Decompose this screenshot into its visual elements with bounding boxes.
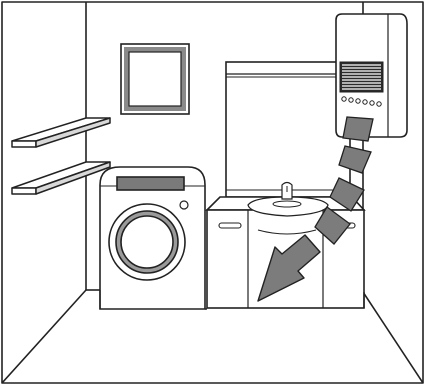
washing-machine	[100, 167, 205, 309]
washer-door-glass	[121, 216, 173, 268]
airflow-panel-1	[343, 117, 373, 141]
drawer-handle-left	[219, 223, 241, 228]
vanity-mirror-panel	[226, 62, 350, 197]
washer-control-panel	[117, 177, 184, 190]
wall-mirror	[121, 44, 189, 114]
wall-shelves	[12, 118, 110, 194]
right-floor-edge	[363, 292, 423, 383]
vanity-unit	[226, 62, 350, 197]
upper-shelf-front	[12, 141, 36, 147]
mirror-glass	[129, 52, 181, 106]
vent-slats	[342, 65, 381, 89]
left-floor-edge	[2, 290, 86, 383]
washer-knob	[180, 201, 188, 209]
sink-drain-ring	[273, 201, 301, 207]
lower-shelf-front	[12, 188, 36, 194]
